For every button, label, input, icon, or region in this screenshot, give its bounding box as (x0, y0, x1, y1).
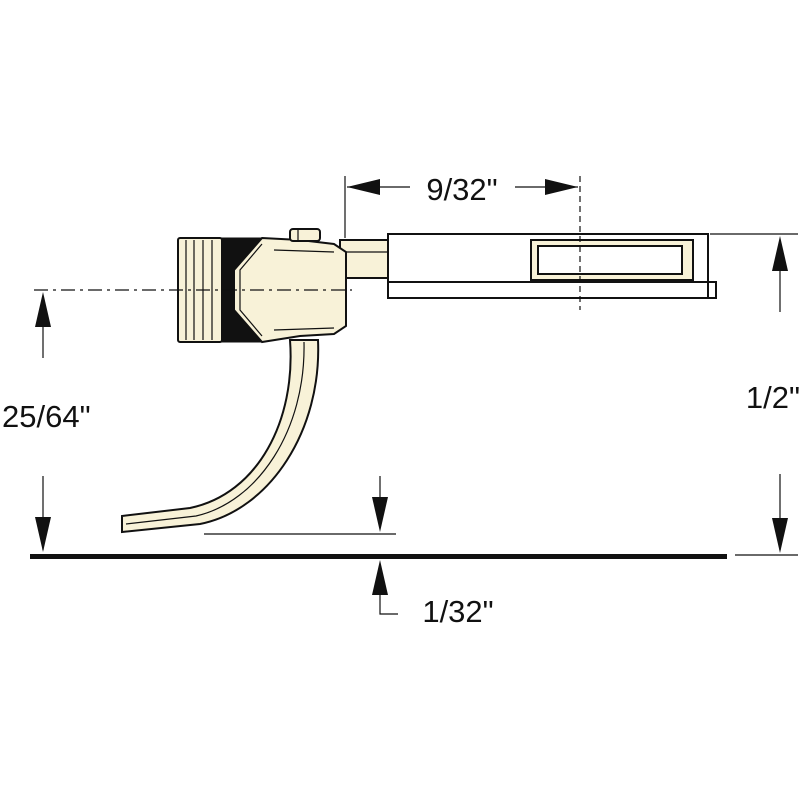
dimension-shank-length: 9/32" (344, 172, 581, 310)
dimension-trip-pin-clearance: 1/32" (204, 476, 494, 629)
coupler-shank (339, 239, 389, 279)
label-overall-height: 1/2" (746, 380, 800, 415)
rail-line (30, 554, 727, 559)
coupler-head (177, 228, 347, 344)
label-shank-length: 9/32" (426, 172, 497, 207)
label-trip-pin-clearance: 1/32" (422, 594, 493, 629)
draft-gear-box (387, 233, 717, 299)
dimension-overall-height: 1/2" (710, 233, 800, 556)
label-center-height: 25/64" (2, 399, 91, 434)
dimension-center-height: 25/64" (2, 292, 91, 552)
trip-pin (121, 339, 320, 534)
